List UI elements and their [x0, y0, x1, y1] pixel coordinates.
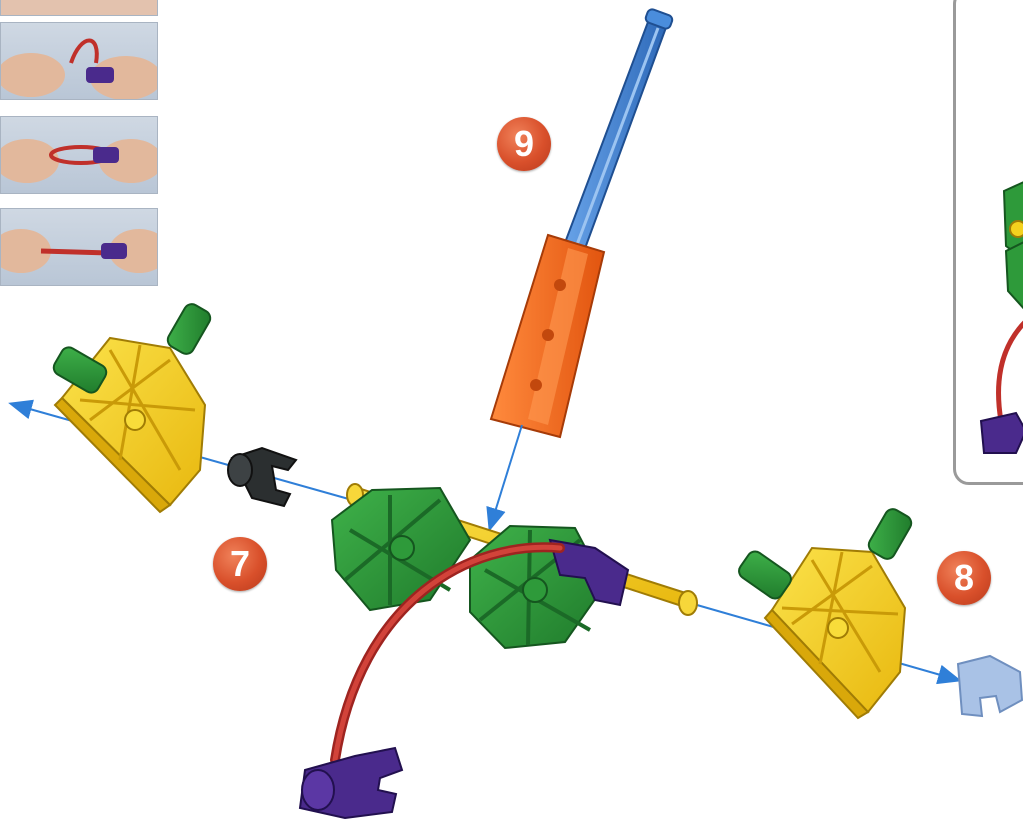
blue-rod — [560, 8, 674, 262]
purple-clip-bottom — [300, 748, 402, 818]
light-blue-spacer — [958, 656, 1022, 716]
photo-frame-3 — [0, 116, 158, 194]
yellow-connector-right — [736, 506, 914, 718]
step-badge-8: 8 — [937, 551, 991, 605]
green-connector-back — [332, 488, 470, 610]
assembly-arrow-down — [490, 425, 522, 528]
yellow-connector-left — [51, 301, 213, 512]
black-spacer — [228, 448, 296, 506]
inset-detail-frame — [953, 0, 1023, 485]
photo-frame-4 — [0, 208, 158, 286]
photo-frame-1 — [0, 0, 158, 16]
orange-connector — [491, 235, 604, 437]
photo-frame-2 — [0, 22, 158, 100]
step-badge-9: 9 — [497, 117, 551, 171]
step-badge-7: 7 — [213, 537, 267, 591]
